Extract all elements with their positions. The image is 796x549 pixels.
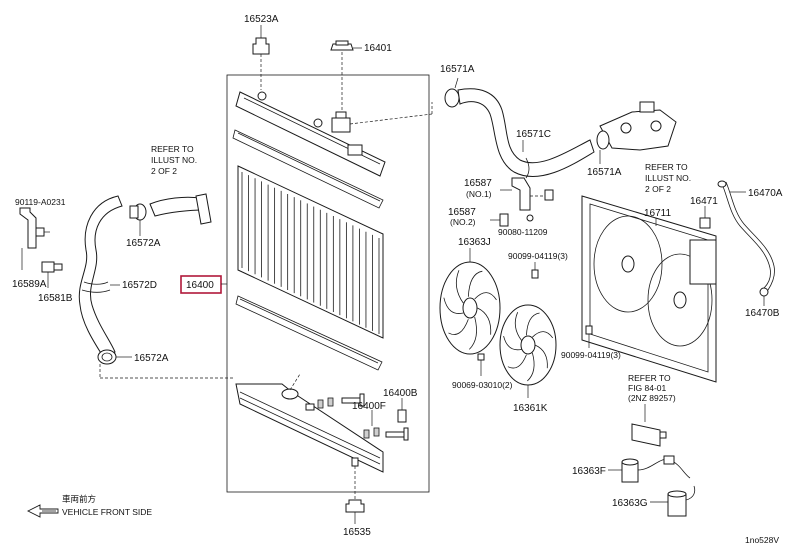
arrow-left-icon — [26, 504, 59, 518]
ref-right-line2: ILLUST NO. — [645, 173, 691, 183]
fan-blade — [448, 319, 469, 335]
label-16361K: 16361K — [513, 403, 548, 414]
fan-blade — [477, 307, 492, 335]
label-16581B: 16581B — [38, 293, 73, 304]
label-16400-highlight[interactable] — [180, 275, 222, 294]
drain-plug-parts[interactable] — [305, 393, 409, 441]
clip-16581B[interactable] — [41, 261, 63, 288]
ref-left-line2: ILLUST NO. — [151, 155, 197, 165]
label-16470A: 16470A — [748, 188, 783, 199]
vehicle-front-jp: 車両前方 — [62, 494, 96, 504]
fan-blade — [468, 316, 477, 350]
bracket-16587-no1[interactable] — [500, 177, 554, 211]
fan-blade — [527, 352, 535, 382]
bolt-90069[interactable] — [477, 353, 485, 376]
clip-16471[interactable] — [699, 206, 711, 229]
fan-blade — [455, 270, 464, 304]
label-16587-no1-sub: (NO.1) — [466, 189, 492, 199]
bolts-90099-upper[interactable] — [531, 262, 539, 279]
relay-module[interactable] — [631, 404, 667, 447]
overflow-hose-16470A[interactable] — [717, 180, 775, 291]
ref-right-line1: REFER TO — [645, 162, 688, 172]
label-16400B: 16400B — [383, 388, 418, 399]
radiator-core[interactable] — [237, 165, 384, 339]
fan-blade — [507, 354, 527, 369]
clamp-16572A-lower[interactable] — [97, 349, 235, 379]
drain-cock-16535[interactable] — [345, 499, 365, 524]
fan-shroud-16711[interactable] — [581, 195, 717, 383]
vehicle-front-en: VEHICLE FRONT SIDE — [62, 507, 152, 517]
label-16711: 16711 — [644, 208, 672, 219]
label-16363G: 16363G — [612, 498, 648, 509]
ref-left-line1: REFER TO — [151, 144, 194, 154]
drawing-id: 1no528V — [745, 535, 779, 545]
lower-gasket — [235, 295, 383, 371]
drain-cap-16523A[interactable] — [252, 25, 270, 90]
label-16572A-top: 16572A — [126, 238, 161, 249]
bolts-90099-lower[interactable] — [585, 325, 593, 348]
clamp-16470B[interactable] — [759, 287, 769, 306]
fan-16363J[interactable] — [439, 248, 501, 355]
label-16571C: 16571C — [516, 129, 551, 140]
label-16400F: 16400F — [352, 401, 386, 412]
radiator-assembly-frame — [226, 74, 430, 493]
fan-motor-16363F[interactable] — [608, 455, 691, 483]
label-90069: 90069-03010(2) — [452, 380, 513, 390]
label-16400: 16400 — [186, 280, 214, 291]
upper-gasket — [232, 129, 384, 209]
ref-left-line3: 2 OF 2 — [151, 166, 177, 176]
label-90080: 90080-11209 — [498, 227, 548, 237]
ref-fig-line3: (2NZ 89257) — [628, 393, 676, 403]
label-90119: 90119-A0231 — [15, 197, 66, 207]
label-16571A-right: 16571A — [587, 167, 622, 178]
fan-blade — [534, 344, 548, 369]
upper-hose-16571C[interactable] — [457, 88, 595, 179]
label-16571A-top: 16571A — [440, 64, 475, 75]
lower-hose-16572D[interactable] — [78, 195, 123, 359]
fan-blade — [532, 331, 554, 339]
fan-blade — [526, 312, 540, 336]
label-16363J: 16363J — [458, 237, 491, 248]
upper-tank[interactable] — [235, 91, 433, 177]
fan-16361K[interactable] — [499, 304, 557, 398]
label-16363F: 16363F — [572, 466, 606, 477]
fan-blade — [503, 335, 522, 351]
fan-blade — [474, 292, 497, 301]
label-16471: 16471 — [690, 196, 718, 207]
label-16572D: 16572D — [122, 280, 157, 291]
ref-fig-line1: REFER TO — [628, 373, 671, 383]
label-16401: 16401 — [364, 43, 392, 54]
label-16572A-bottom: 16572A — [134, 353, 169, 364]
fan-blade — [467, 270, 483, 297]
ref-fig-line2: FIG 84-01 — [628, 383, 667, 393]
label-90099-lower: 90099-04119(3) — [561, 350, 621, 360]
fan-motor-16363G[interactable] — [650, 485, 696, 517]
label-16587-no2-sub: (NO.2) — [450, 217, 476, 227]
label-16589A: 16589A — [12, 279, 47, 290]
label-90099-upper: 90099-04119(3) — [508, 251, 568, 261]
label-16470B: 16470B — [745, 308, 780, 319]
radiator-cap-16401[interactable] — [330, 40, 362, 110]
bracket-16589A[interactable] — [19, 207, 50, 270]
clamp-16571A-top[interactable] — [444, 77, 460, 108]
fan-blade — [443, 297, 464, 314]
water-inlet-housing[interactable] — [596, 101, 677, 164]
hose-16572A-upper[interactable] — [129, 193, 212, 236]
label-16523A: 16523A — [244, 14, 279, 25]
label-16587-no2: 16587 — [448, 207, 476, 218]
label-16587-no1: 16587 — [464, 178, 492, 189]
bracket-16587-no2[interactable] — [490, 213, 534, 227]
lower-tank[interactable] — [235, 373, 384, 500]
label-16535: 16535 — [343, 527, 371, 538]
fan-blade — [514, 311, 523, 341]
ref-right-line3: 2 OF 2 — [645, 184, 671, 194]
